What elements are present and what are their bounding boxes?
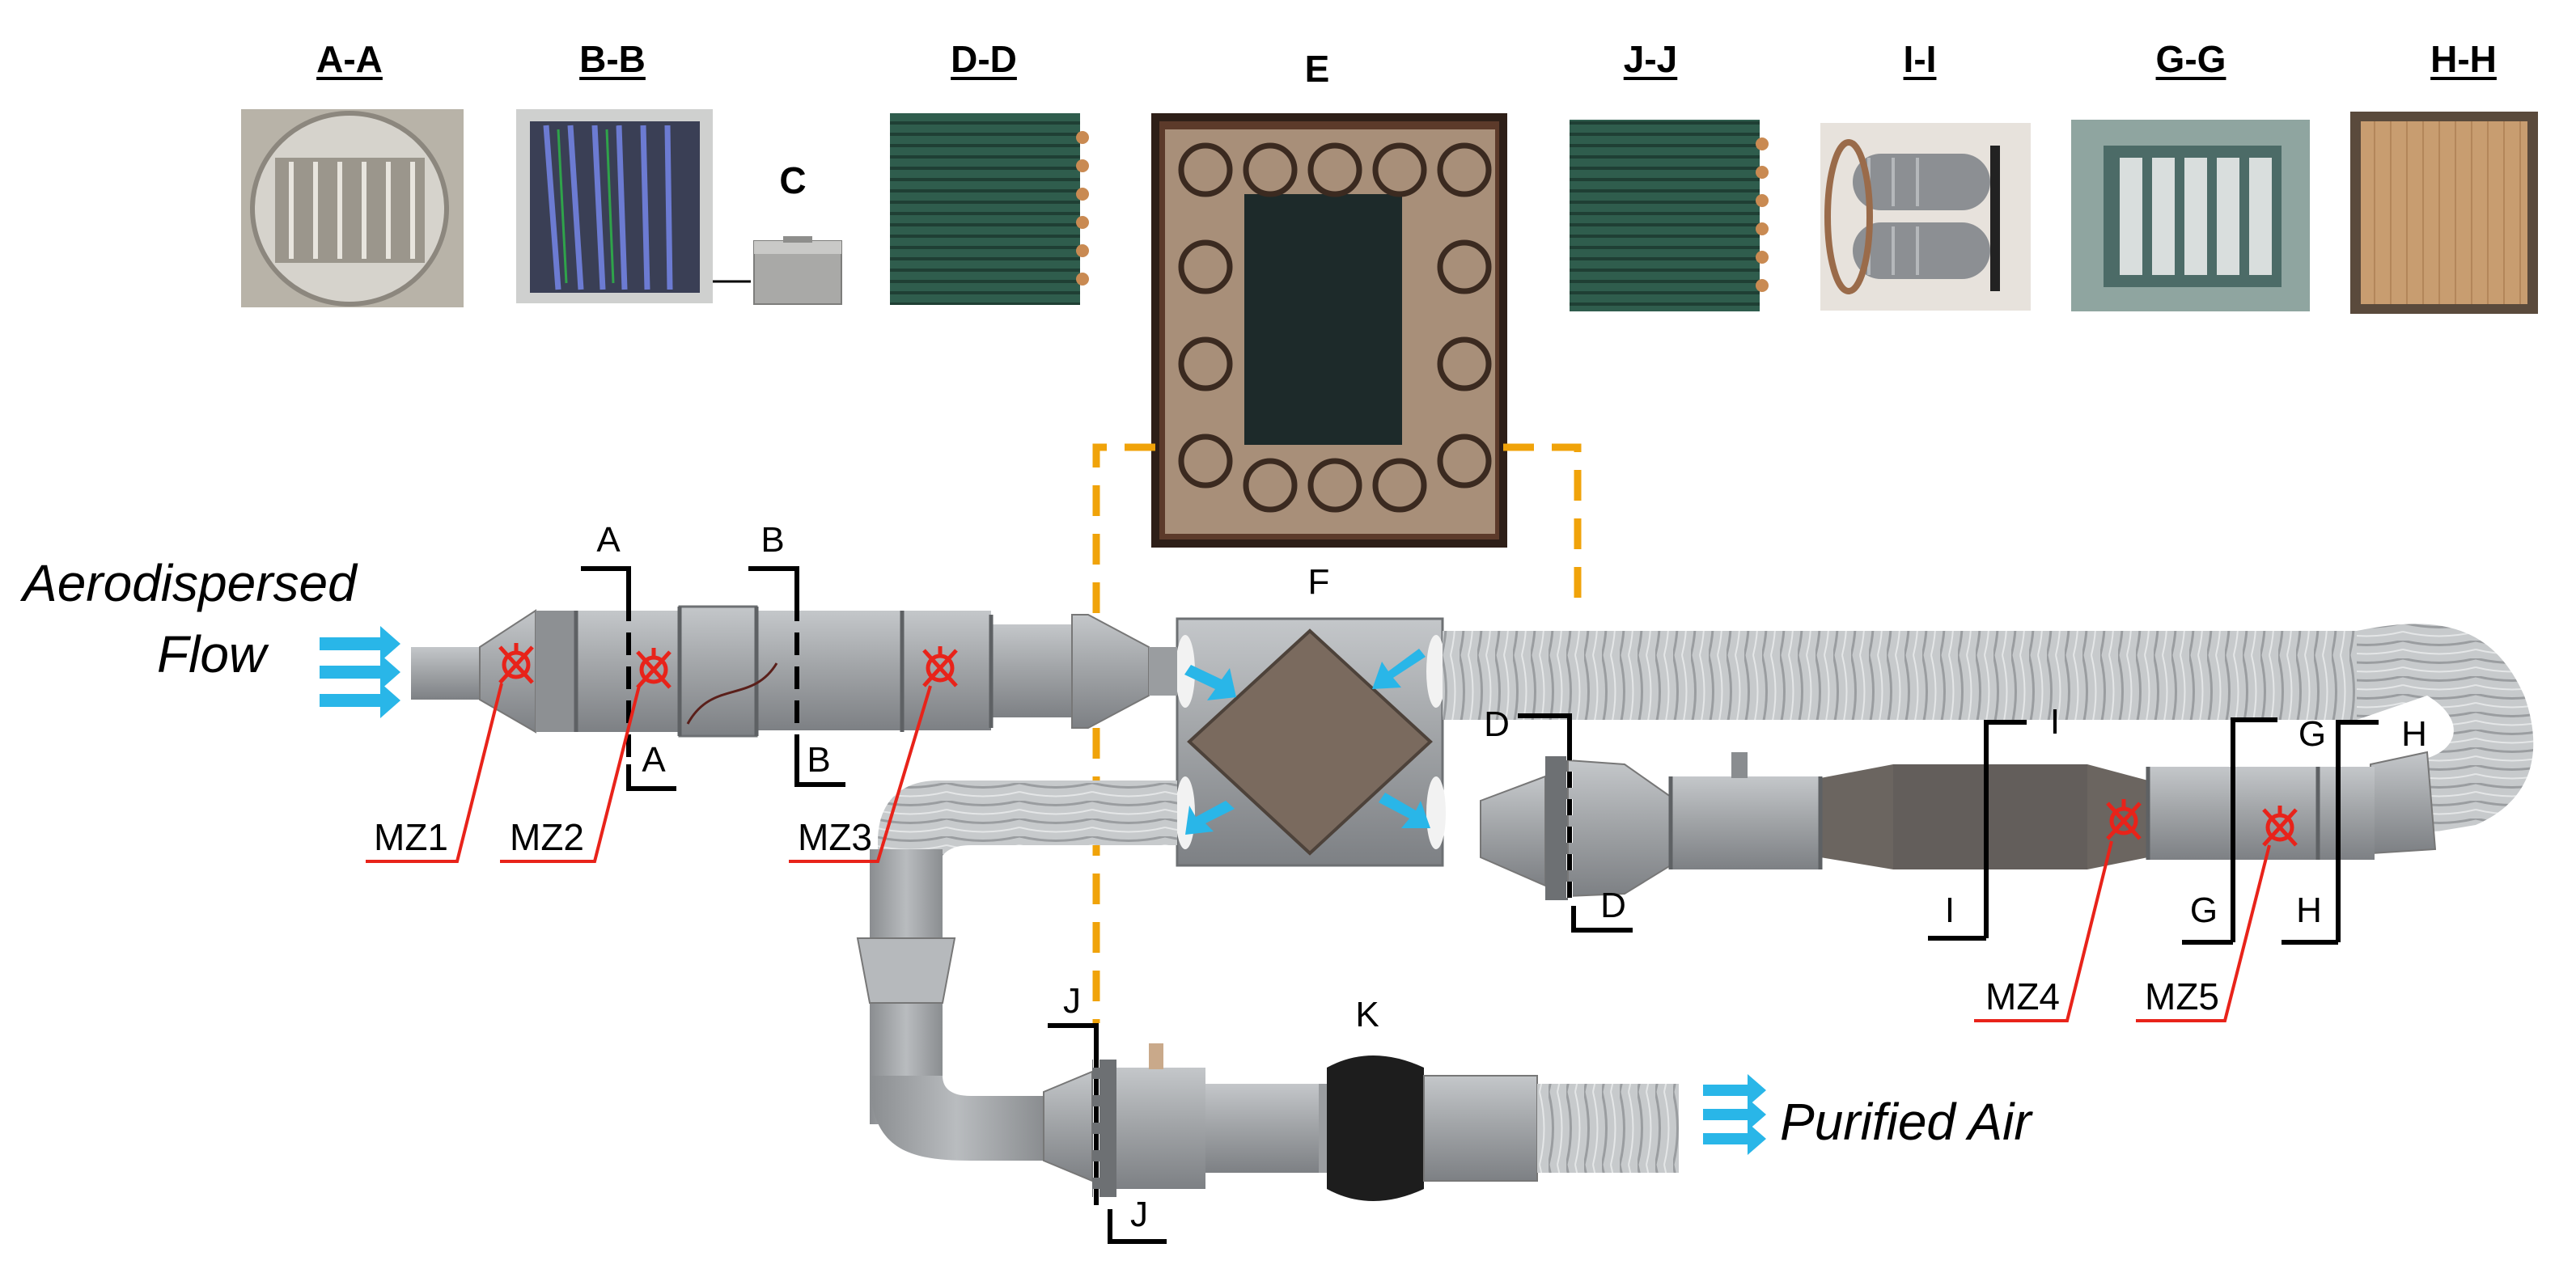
inlet-flow-label-line1: Aerodispersed [23, 554, 357, 612]
cut-label-a-top: A [596, 520, 621, 560]
cut-label-g-bottom: G [2189, 890, 2218, 930]
component-label-f: F [1307, 562, 1330, 602]
photo-c [753, 236, 842, 305]
cut-label-g-top: G [2298, 714, 2327, 754]
photo-hh [2350, 112, 2538, 314]
photo-bb [516, 109, 713, 303]
section-title-jj: J-J [1623, 38, 1678, 80]
measurement-zones [366, 643, 2298, 1022]
component-label-k: K [1355, 995, 1379, 1034]
cut-a [581, 566, 676, 791]
airflow-arrows [320, 626, 1766, 1155]
cut-h [2282, 720, 2379, 945]
photo-e [1151, 113, 1507, 548]
outlet-flow-label: Purified Air [1780, 1093, 2032, 1151]
mz-leader-lines [366, 683, 2271, 1022]
cut-label-h-top: H [2401, 714, 2427, 754]
mz2-sensor-icon [636, 648, 672, 689]
heat-exchanger-f [1149, 617, 1446, 867]
outlet-duct [856, 780, 1679, 1201]
inlet-flow-label-line2: Flow [157, 625, 267, 683]
cut-label-j-bottom: J [1130, 1195, 1148, 1234]
mz1-sensor-icon [498, 643, 534, 684]
mz-label-2: MZ2 [510, 816, 584, 858]
mz-label-5: MZ5 [2145, 975, 2219, 1017]
section-title-bb: B-B [579, 38, 646, 80]
treatment-duct [1480, 752, 2375, 900]
inlet-arrows-icon [320, 626, 400, 718]
cut-label-b-top: B [761, 520, 785, 560]
flex-duct-return [1443, 624, 2534, 855]
cut-i [1928, 720, 2027, 941]
photo-ii [1820, 123, 2031, 311]
section-cut-markers [581, 566, 2379, 1244]
mz-label-1: MZ1 [374, 816, 448, 858]
section-title-hh: H-H [2430, 38, 2497, 80]
mz-label-4: MZ4 [1985, 975, 2060, 1017]
cut-label-i-top: I [2049, 702, 2061, 742]
cut-g [2182, 717, 2277, 945]
photo-aa [241, 109, 464, 307]
inlet-duct [411, 605, 1150, 738]
mz-label-3: MZ3 [798, 816, 872, 858]
outlet-arrows-icon [1703, 1074, 1766, 1155]
photo-dd [890, 113, 1089, 305]
cut-label-j-top: J [1063, 981, 1081, 1021]
section-title-c: C [779, 159, 807, 201]
mz3-sensor-icon [922, 646, 958, 687]
section-title-dd: D-D [951, 38, 1017, 80]
exchanger-arrows-icon [1184, 649, 1430, 835]
cut-d [1518, 713, 1633, 933]
mz4-sensor-icon [2106, 799, 2142, 840]
cut-label-i-bottom: I [1944, 890, 1955, 930]
cut-j [1048, 1023, 1167, 1244]
mz5-sensor-icon [2262, 806, 2298, 847]
cut-label-d-bottom: D [1600, 886, 1626, 925]
section-title-e: E [1304, 48, 1330, 90]
photo-jj [1570, 120, 1769, 311]
photo-gg [2071, 120, 2310, 311]
section-title-ii: I-I [1903, 38, 1937, 80]
cut-label-b-bottom: B [807, 740, 831, 780]
section-title-gg: G-G [2155, 38, 2226, 80]
cut-b [748, 566, 845, 787]
section-title-aa: A-A [316, 38, 383, 80]
cut-label-d-top: D [1484, 704, 1510, 744]
cut-label-a-bottom: A [642, 740, 666, 780]
cut-label-h-bottom: H [2296, 890, 2322, 930]
